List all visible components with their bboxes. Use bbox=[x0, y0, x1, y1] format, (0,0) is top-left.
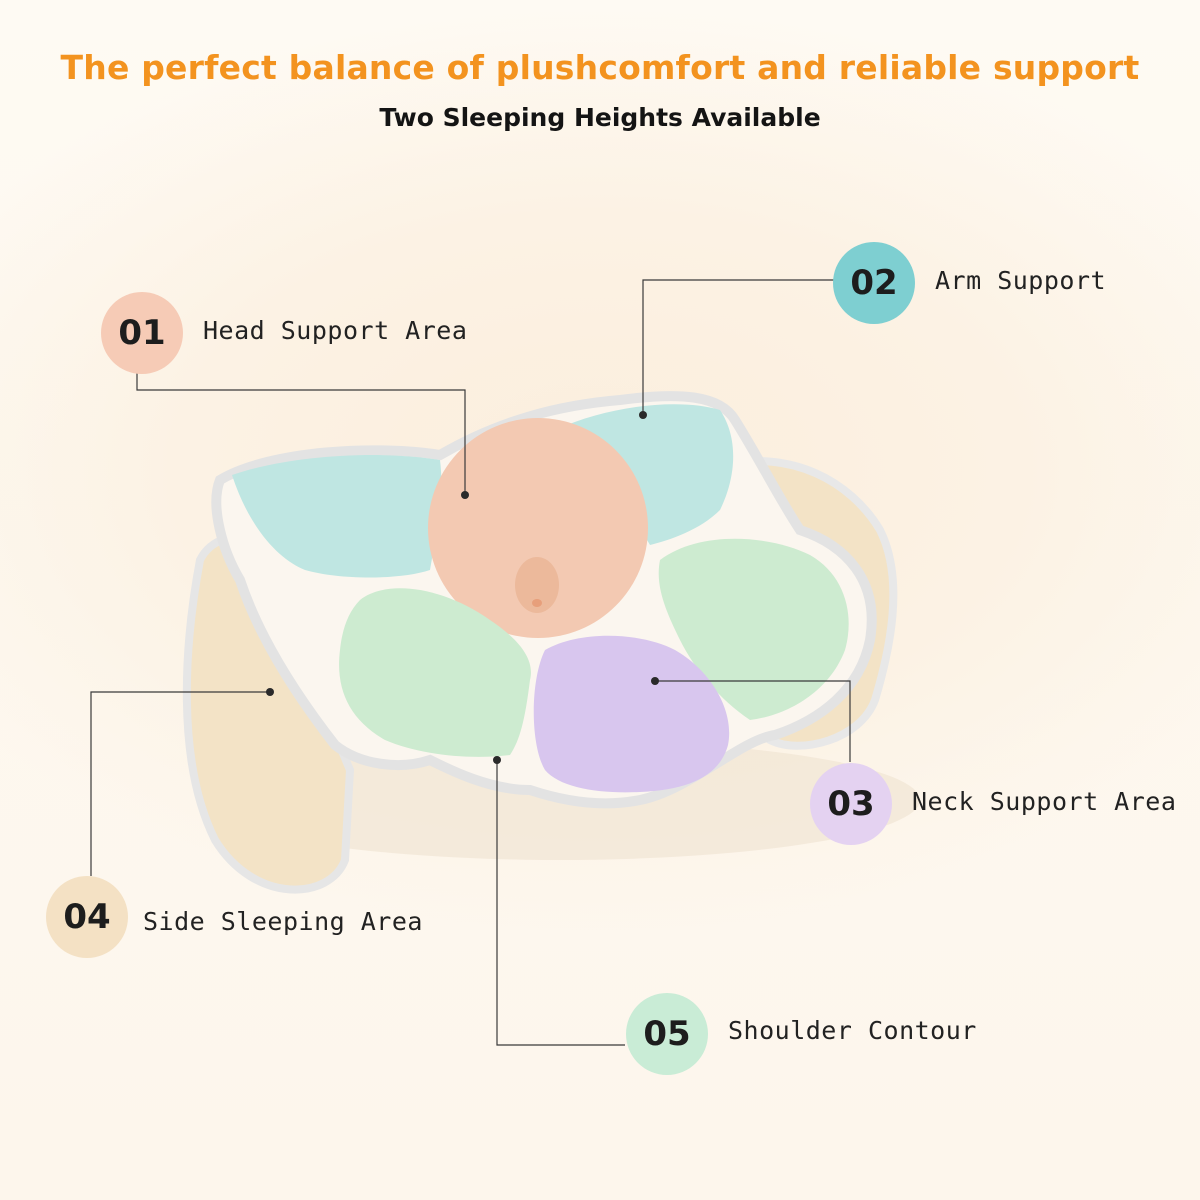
callout-label-01: Head Support Area bbox=[203, 316, 468, 345]
arm-zone-left bbox=[232, 455, 442, 578]
callout-badge-01: 01 bbox=[101, 292, 183, 374]
callout-badge-05: 05 bbox=[626, 993, 708, 1075]
head-zone bbox=[428, 418, 648, 638]
shoulder-zone-right bbox=[658, 538, 849, 720]
callout-label-02: Arm Support bbox=[935, 266, 1107, 295]
callout-badge-04: 04 bbox=[46, 876, 128, 958]
page-title: The perfect balance of plushcomfort and … bbox=[60, 48, 1140, 87]
callout-label-03: Neck Support Area bbox=[912, 787, 1177, 816]
page-subtitle: Two Sleeping Heights Available bbox=[379, 103, 821, 132]
shoulder-zone-left bbox=[339, 588, 531, 757]
leader-line-01 bbox=[136, 372, 466, 495]
head-dent bbox=[515, 557, 559, 613]
leader-dot-03 bbox=[651, 677, 659, 685]
leader-dot-04 bbox=[266, 688, 274, 696]
leader-dot-05 bbox=[493, 756, 501, 764]
callout-badge-02: 02 bbox=[833, 242, 915, 324]
callout-label-04: Side Sleeping Area bbox=[143, 907, 423, 936]
leader-lines bbox=[90, 279, 851, 1046]
leader-line-03 bbox=[655, 680, 851, 762]
neck-zone bbox=[533, 635, 730, 793]
callout-badge-03: 03 bbox=[810, 763, 892, 845]
leader-dot-02 bbox=[639, 411, 647, 419]
leader-line-04 bbox=[90, 691, 270, 876]
leader-line-02 bbox=[642, 279, 834, 415]
leader-dot-01 bbox=[461, 491, 469, 499]
leader-dots bbox=[266, 411, 659, 764]
callout-label-05: Shoulder Contour bbox=[728, 1016, 977, 1045]
leader-line-05 bbox=[496, 760, 625, 1046]
